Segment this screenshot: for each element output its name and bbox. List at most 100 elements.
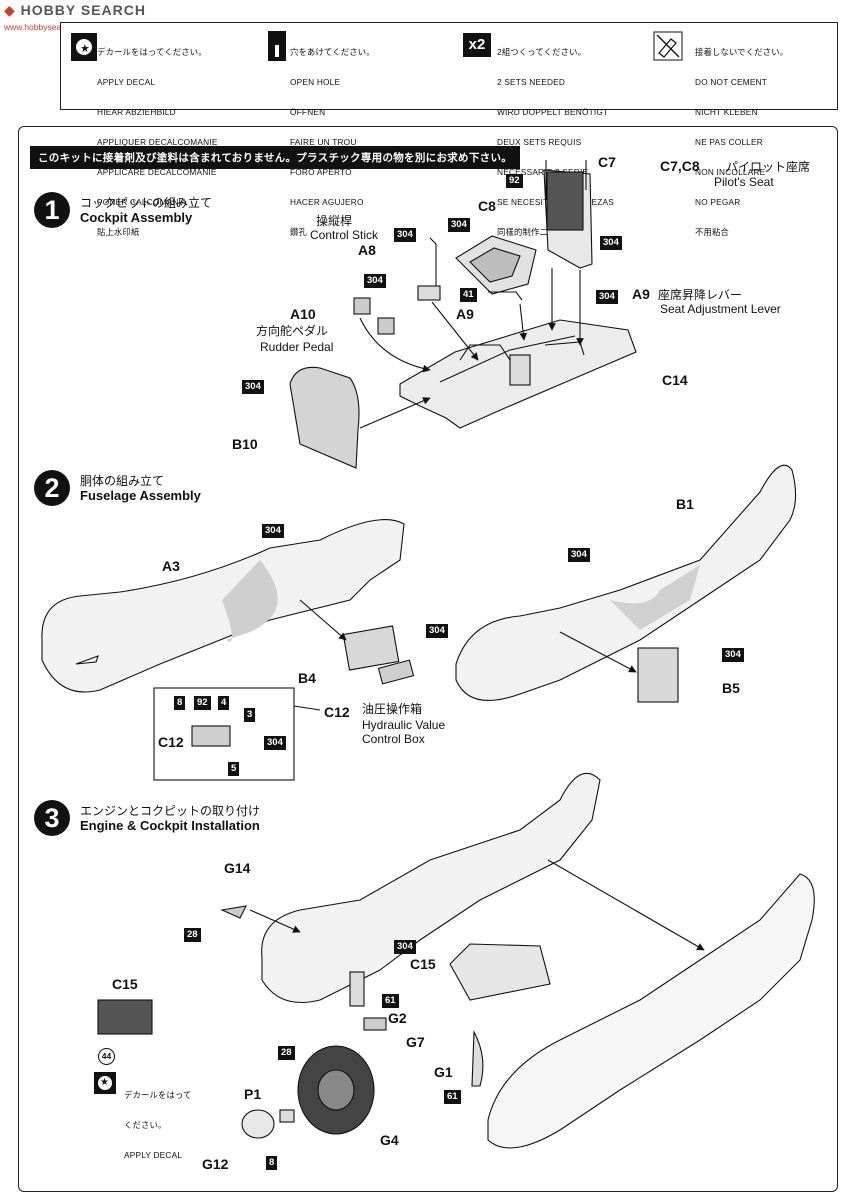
paint-code-304: 304 <box>242 380 264 394</box>
step-3-number: 3 <box>34 800 70 836</box>
step-2-title-en: Fuselage Assembly <box>80 488 201 503</box>
paint-code-4: 4 <box>218 696 230 710</box>
part-a10-label: A10 <box>290 306 316 322</box>
seat-lever-jp: 座席昇降レバー <box>658 288 743 302</box>
fuselage-left-a3-part <box>41 519 405 693</box>
legend-twice-line: 2 SETS NEEDED <box>497 77 566 87</box>
legend-hole-line: 穴をあけてください。 <box>290 47 375 57</box>
part-c15-label: C15 <box>112 976 138 992</box>
legend-no-cement: 接着しないでください。 DO NOT CEMENT NICHT KLEBEN N… <box>651 23 837 237</box>
step-2-title-jp: 胴体の組み立て <box>80 474 165 488</box>
step-1-title-en: Cockpit Assembly <box>80 210 193 225</box>
paint-code-304: 304 <box>364 274 386 288</box>
part-g12-label: G12 <box>202 1156 229 1172</box>
control-stick-jp: 操縦桿 <box>316 214 353 228</box>
drill-icon <box>268 31 286 61</box>
part-g2-label: G2 <box>388 1010 407 1026</box>
legend-twice-line: WIRD DOPPELT BENÖTIGT <box>497 107 609 117</box>
rudder-pedal-jp: 方向舵ペダル <box>256 324 329 338</box>
paint-code-304: 304 <box>264 736 286 750</box>
paint-code-304: 304 <box>600 236 622 250</box>
step-3-title-en: Engine & Cockpit Installation <box>80 818 260 833</box>
legend-hole-line: 鑽孔 <box>290 227 307 237</box>
part-g14-label: G14 <box>224 860 251 876</box>
step-3-title-jp: エンジンとコクピットの取り付け <box>80 804 261 818</box>
legend-no-cement-line: DO NOT CEMENT <box>695 77 768 87</box>
paint-code-44: 44 <box>98 1048 115 1065</box>
pilot-seat-en: Pilot's Seat <box>714 175 774 189</box>
legend-no-cement-line: NON INCOLLARE <box>695 167 766 177</box>
legend-hole-line: FORO APERTO <box>290 167 352 177</box>
paint-code-61: 61 <box>382 994 399 1008</box>
legend-no-cement-line: NE PAS COLLER <box>695 137 763 147</box>
seat-lever-en: Seat Adjustment Lever <box>660 302 781 316</box>
legend-hole-line: HACER AGUJERO <box>290 197 364 207</box>
legend-no-cement-line: 接着しないでください。 <box>695 47 789 57</box>
legend-decal: ★ デカールをはってください。 APPLY DECAL HIEAR ABZIEH… <box>61 23 266 237</box>
paint-code-28: 28 <box>278 1046 295 1060</box>
part-c15b-label: C15 <box>410 956 436 972</box>
decal-star-icon: ★ <box>94 1072 116 1094</box>
paint-code-41: 41 <box>460 288 477 302</box>
legend-hole-line: FAIRE UN TROU <box>290 137 357 147</box>
paint-code-304: 304 <box>596 290 618 304</box>
engine-fuselage-part <box>261 772 601 1004</box>
part-g7-label: G7 <box>406 1034 425 1050</box>
decal-star-icon: ★ <box>71 33 97 61</box>
paint-code-3: 3 <box>244 708 256 722</box>
fuselage-right-b1-part <box>455 464 797 701</box>
paint-code-304: 304 <box>448 218 470 232</box>
legend-hole: 穴をあけてください。 OPEN HOLE ÖFFNEN FAIRE UN TRO… <box>266 23 461 237</box>
part-c12-inset-label: C12 <box>158 734 184 750</box>
part-b4-label: B4 <box>298 670 316 686</box>
paint-code-61: 61 <box>444 1090 461 1104</box>
notice-banner: このキットに接着剤及び塗料は含まれておりません。プラスチック専用の物を別にお求め… <box>30 146 521 169</box>
part-c8-label: C8 <box>478 198 496 214</box>
decal-note-line: デカールをはって <box>124 1090 192 1100</box>
control-stick-en: Control Stick <box>310 228 379 242</box>
instruction-frame <box>18 126 838 1192</box>
paint-code-92: 92 <box>506 174 523 188</box>
legend-decal-line: HIEAR ABZIEHBILD <box>97 107 176 117</box>
legend-twice-line: 同樣的制作二組 <box>497 227 557 237</box>
paint-code-304: 304 <box>394 228 416 242</box>
no-cement-icon <box>653 31 683 61</box>
paint-code-5: 5 <box>228 762 240 776</box>
legend-decal-line: APPLICARE DECALCOMANIE <box>97 167 217 177</box>
watermark-logo: ◆ HOBBY SEARCH <box>4 2 146 18</box>
part-b10-label: B10 <box>232 436 258 452</box>
watermark-url: www.hobbysearch.com <box>4 22 92 32</box>
part-c14-label: C14 <box>662 372 688 388</box>
step-1-title-jp: コックピットの組み立て <box>80 196 213 210</box>
part-g4-label: G4 <box>380 1132 399 1148</box>
part-p1-label: P1 <box>244 1086 262 1102</box>
paint-code-304: 304 <box>568 548 590 562</box>
part-b5-label: B5 <box>722 680 740 696</box>
paint-code-8: 8 <box>174 696 186 710</box>
hydraulic-box-jp: 油圧操作箱 <box>362 702 423 716</box>
legend-decal-line: APPLY DECAL <box>97 77 156 87</box>
legend-decal-line: PONER CALCOMANIA <box>97 197 187 207</box>
paint-code-8: 8 <box>266 1156 278 1170</box>
part-a9-label: A9 <box>456 306 474 322</box>
paint-code-304: 304 <box>394 940 416 954</box>
twice-badge: x2 <box>463 33 491 57</box>
assembled-fuselage-part <box>487 873 815 1149</box>
legend-no-cement-line: NO PEGAR <box>695 197 741 207</box>
step-2-number: 2 <box>34 470 70 506</box>
pilot-seat-jp: パイロット座席 <box>726 160 811 174</box>
legend-no-cement-line: 不用粘合 <box>695 227 729 237</box>
legend-no-cement-line: NICHT KLEBEN <box>695 107 758 117</box>
hydraulic-box-en: Control Box <box>362 732 425 746</box>
legend-twice-line: 2組つくってください。 <box>497 47 587 57</box>
paint-code-304: 304 <box>426 624 448 638</box>
rudder-pedal-en: Rudder Pedal <box>260 340 334 354</box>
part-a8-label: A8 <box>358 242 376 258</box>
seat-lever-part: A9 <box>632 286 650 302</box>
part-b1-label: B1 <box>676 496 694 512</box>
paint-code-28: 28 <box>184 928 201 942</box>
pilot-seat-parts: C7,C8 <box>660 158 700 174</box>
legend-hole-line: ÖFFNEN <box>290 107 326 117</box>
part-g1-label: G1 <box>434 1064 453 1080</box>
